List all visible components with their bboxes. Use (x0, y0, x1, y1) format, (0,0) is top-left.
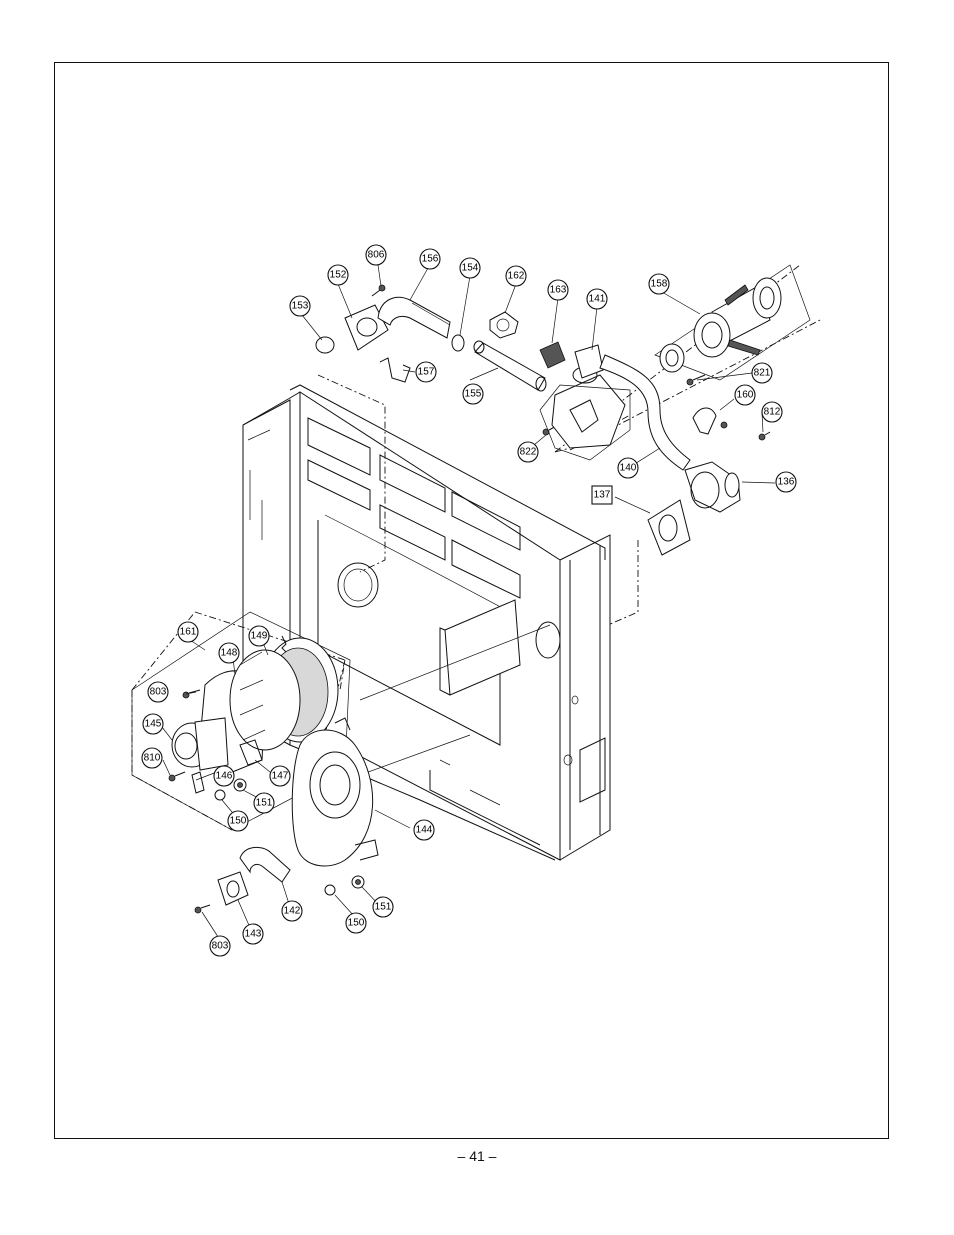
svg-text:144: 144 (416, 825, 433, 836)
svg-text:157: 157 (418, 367, 435, 378)
callout-151-upper: 151 (253, 792, 275, 814)
svg-text:153: 153 (292, 301, 309, 312)
callout-148: 148 (218, 642, 240, 664)
upper-pipe-assembly (315, 284, 547, 392)
callout-152: 152 (327, 264, 349, 286)
svg-text:142: 142 (284, 906, 301, 917)
svg-text:162: 162 (508, 271, 525, 282)
callout-810: 810 (141, 747, 163, 769)
callout-144: 144 (413, 819, 435, 841)
svg-text:148: 148 (221, 648, 238, 659)
callout-154: 154 (459, 257, 481, 279)
svg-text:822: 822 (520, 447, 537, 458)
callout-143: 143 (242, 923, 264, 945)
callout-157: 157 (415, 361, 437, 383)
svg-text:158: 158 (651, 279, 668, 290)
svg-text:136: 136 (778, 477, 795, 488)
svg-text:147: 147 (272, 771, 289, 782)
callout-161: 161 (177, 621, 199, 643)
callout-142: 142 (281, 900, 303, 922)
svg-text:137: 137 (594, 490, 611, 501)
svg-text:821: 821 (754, 368, 771, 379)
svg-text:146: 146 (216, 771, 233, 782)
callout-160: 160 (734, 384, 756, 406)
callout-145: 145 (142, 713, 164, 735)
svg-text:145: 145 (145, 719, 162, 730)
callout-136: 136 (775, 471, 797, 493)
callout-141: 141 (586, 288, 608, 310)
svg-text:150: 150 (230, 816, 247, 827)
svg-text:152: 152 (330, 270, 347, 281)
callout-822: 822 (517, 441, 539, 463)
svg-text:156: 156 (422, 254, 439, 265)
callout-821: 821 (751, 362, 773, 384)
svg-text:810: 810 (144, 753, 161, 764)
callout-806: 806 (365, 244, 387, 266)
callout-162: 162 (505, 265, 527, 287)
svg-text:149: 149 (251, 631, 268, 642)
blower-assembly (131, 611, 379, 914)
callout-163: 163 (547, 279, 569, 301)
callout-803-upper: 803 (147, 681, 169, 703)
svg-text:806: 806 (368, 250, 385, 261)
callout-leaders (161, 264, 776, 941)
cabinet-housing (242, 384, 611, 861)
callout-140: 140 (617, 457, 639, 479)
svg-text:154: 154 (462, 263, 479, 274)
callout-149: 149 (248, 625, 270, 647)
callout-151-lower: 151 (372, 896, 394, 918)
svg-text:140: 140 (620, 463, 637, 474)
svg-text:803: 803 (150, 687, 167, 698)
page-border (54, 62, 889, 1139)
callout-137: 137 (591, 485, 613, 505)
callout-147: 147 (269, 765, 291, 787)
svg-text:803: 803 (212, 941, 229, 952)
svg-text:151: 151 (375, 902, 392, 913)
svg-text:150: 150 (348, 918, 365, 929)
svg-text:812: 812 (764, 407, 781, 418)
callout-150-upper: 150 (227, 810, 249, 832)
callout-146: 146 (213, 765, 235, 787)
svg-text:143: 143 (245, 929, 262, 940)
callout-156: 156 (419, 248, 441, 270)
upper-right-assembly (489, 264, 811, 556)
svg-text:160: 160 (737, 390, 754, 401)
svg-text:141: 141 (589, 294, 606, 305)
callout-812: 812 (761, 401, 783, 423)
callout-803-lower: 803 (209, 935, 231, 957)
callout-153: 153 (289, 295, 311, 317)
svg-text:155: 155 (465, 389, 482, 400)
svg-text:151: 151 (256, 798, 273, 809)
svg-text:163: 163 (550, 285, 567, 296)
svg-text:161: 161 (180, 627, 197, 638)
callout-158: 158 (648, 273, 670, 295)
callout-155: 155 (462, 383, 484, 405)
callout-150-lower: 150 (345, 912, 367, 934)
page-number: – 41 – (457, 1148, 497, 1164)
